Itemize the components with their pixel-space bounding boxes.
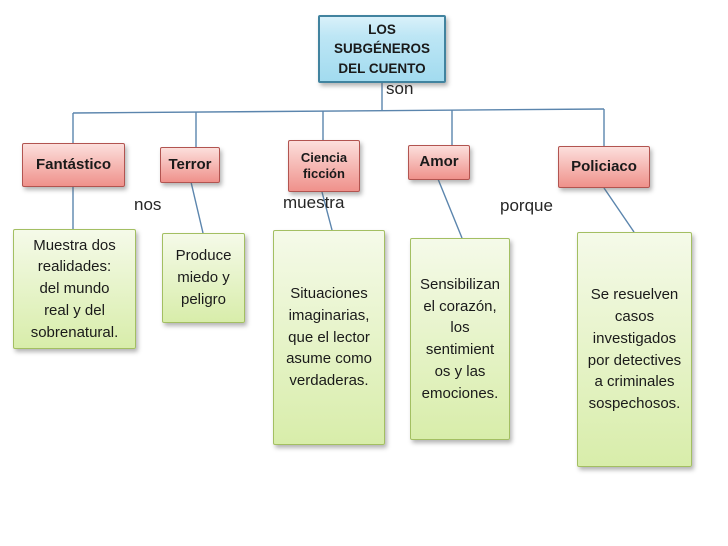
desc-node-policiaco: Se resuelven casos investigados por dete… bbox=[577, 232, 692, 467]
desc-text-fantastico: Muestra dos realidades: del mundo real y… bbox=[30, 236, 119, 341]
desc-node-ciencia-ficcion: Situaciones imaginarias, que el lector a… bbox=[273, 230, 385, 445]
genre-label-policiaco: Policiaco bbox=[571, 157, 637, 175]
connector-terror-desc bbox=[190, 181, 204, 234]
connector-horizontal-bus bbox=[72, 108, 605, 114]
genre-label-ciencia-ficcion: Ciencia ficción bbox=[300, 149, 348, 181]
genre-node-fantastico: Fantástico bbox=[22, 143, 125, 187]
connector-ciencia-desc bbox=[321, 191, 333, 231]
link-word-muestra: muestra bbox=[283, 193, 345, 212]
desc-text-ciencia-ficcion: Situaciones imaginarias, que el lector a… bbox=[286, 285, 372, 390]
link-word-son: son bbox=[386, 79, 414, 98]
genre-node-policiaco: Policiaco bbox=[558, 146, 650, 188]
desc-text-terror: Produce miedo y peligro bbox=[175, 247, 232, 308]
genre-label-fantastico: Fantástico bbox=[35, 155, 111, 173]
genre-label-terror: Terror bbox=[168, 155, 212, 173]
genre-label-amor: Amor bbox=[419, 153, 459, 171]
genre-node-amor: Amor bbox=[408, 145, 470, 180]
root-node: LOS SUBGÉNEROS DEL CUENTO bbox=[318, 15, 446, 83]
desc-node-amor: Sensibilizan el corazón, los sentimient … bbox=[410, 238, 510, 440]
link-word-nos: nos bbox=[134, 195, 162, 214]
desc-node-fantastico: Muestra dos realidades: del mundo real y… bbox=[13, 229, 136, 349]
desc-text-policiaco: Se resuelven casos investigados por dete… bbox=[587, 286, 682, 412]
desc-node-terror: Produce miedo y peligro bbox=[162, 233, 245, 323]
desc-text-amor: Sensibilizan el corazón, los sentimient … bbox=[419, 275, 501, 402]
genre-node-terror: Terror bbox=[160, 147, 220, 183]
genre-node-ciencia-ficcion: Ciencia ficción bbox=[288, 140, 360, 192]
root-title: LOS SUBGÉNEROS DEL CUENTO bbox=[333, 21, 431, 76]
link-word-porque: porque bbox=[500, 196, 553, 215]
connector-policiaco-desc bbox=[603, 187, 635, 233]
connector-amor-desc bbox=[437, 178, 463, 239]
